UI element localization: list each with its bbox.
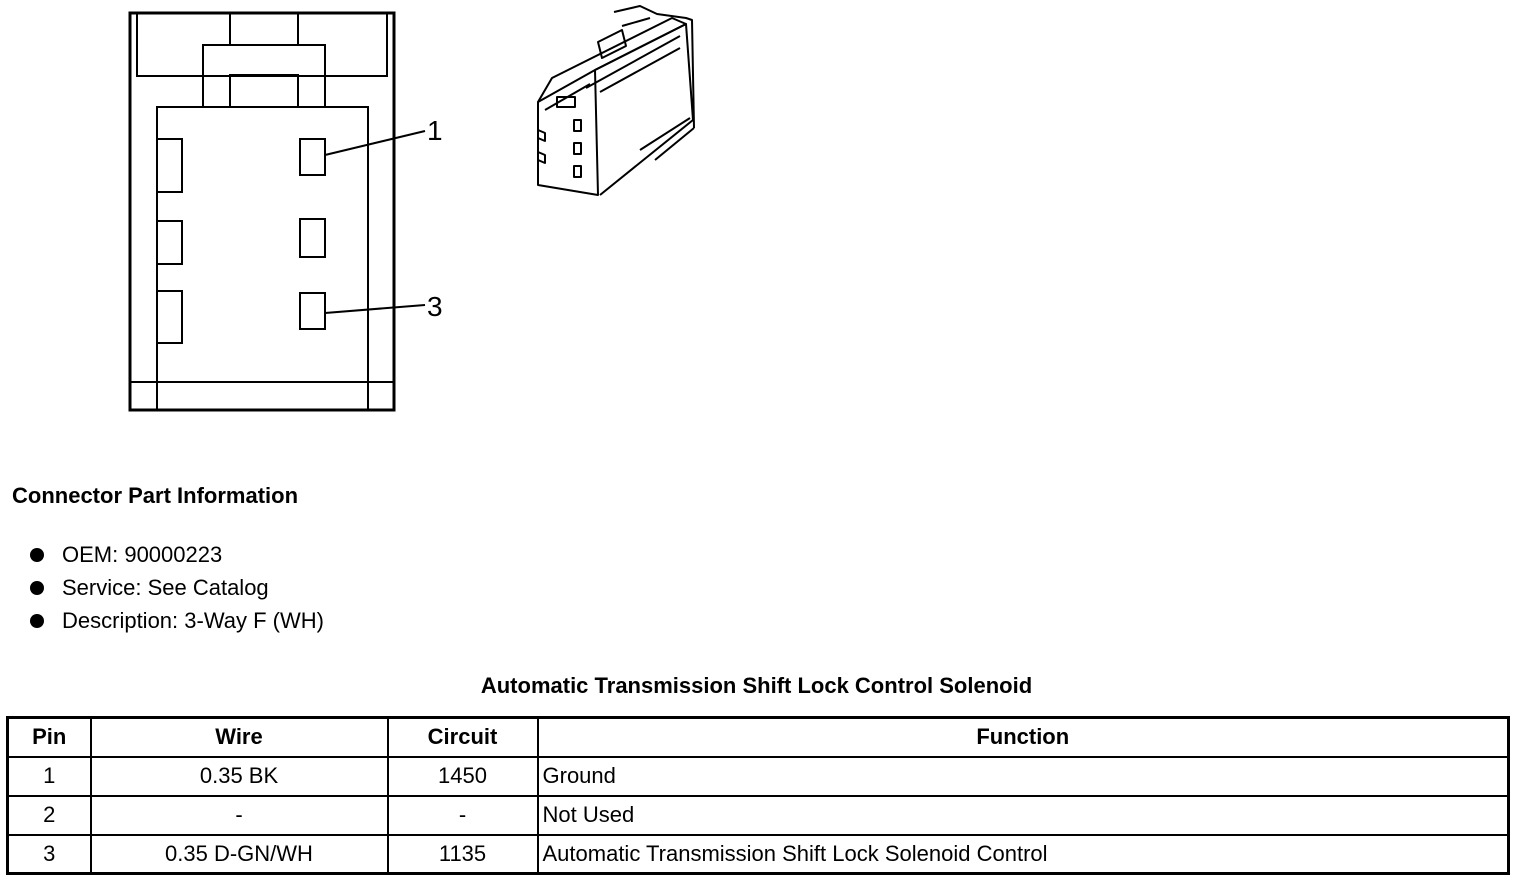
header-wire: Wire [89, 716, 389, 758]
connector-front-face [537, 69, 599, 196]
info-item-description: Description: 3-Way F (WH) [30, 604, 324, 637]
cell-pin: 3 [6, 833, 92, 875]
pin-table: Pin Wire Circuit Function 1 0.35 BK 1450… [6, 716, 1510, 875]
cell-function: Ground [536, 755, 1510, 797]
cell-wire: - [89, 794, 389, 836]
table-row: 3 0.35 D-GN/WH 1135 Automatic Transmissi… [6, 833, 1510, 875]
cell-wire: 0.35 BK [89, 755, 389, 797]
terminal-pin-3 [299, 292, 326, 330]
cell-pin: 1 [6, 755, 92, 797]
connector-latch-arm [613, 5, 695, 129]
info-item-service: Service: See Catalog [30, 571, 324, 604]
cell-pin: 2 [6, 794, 92, 836]
pin-3-label: 3 [427, 291, 443, 322]
header-function: Function [536, 716, 1510, 758]
connector-side-face [594, 23, 694, 196]
info-item-text: Service: See Catalog [62, 575, 269, 600]
cell-function: Automatic Transmission Shift Lock Soleno… [536, 833, 1510, 875]
cell-circuit: 1135 [386, 833, 539, 875]
pin-1-label: 1 [427, 115, 443, 146]
connector-isometric-diagram [537, 5, 695, 196]
bullet-icon [30, 548, 44, 562]
cell-circuit: - [386, 794, 539, 836]
info-item-text: OEM: 90000223 [62, 542, 223, 567]
bullet-icon [30, 581, 44, 595]
header-pin: Pin [6, 716, 92, 758]
header-circuit: Circuit [386, 716, 539, 758]
connector-info-list: OEM: 90000223 Service: See Catalog Descr… [30, 538, 324, 637]
cavity-left-2 [156, 220, 183, 265]
table-row: 2 - - Not Used [6, 794, 1510, 836]
terminal-pin-1 [299, 138, 326, 176]
table-row: 1 0.35 BK 1450 Ground [6, 755, 1510, 797]
table-header-row: Pin Wire Circuit Function [6, 716, 1510, 758]
cell-wire: 0.35 D-GN/WH [89, 833, 389, 875]
pin-3-leader [324, 304, 426, 314]
connector-face-diagram: 1 3 [128, 11, 443, 412]
cavity-left-3 [156, 290, 183, 344]
info-item-oem: OEM: 90000223 [30, 538, 324, 571]
cell-circuit: 1450 [386, 755, 539, 797]
terminal-pin-2 [299, 218, 326, 258]
cell-function: Not Used [536, 794, 1510, 836]
pin-1-leader [324, 130, 426, 156]
bullet-icon [30, 614, 44, 628]
connector-info-title: Connector Part Information [12, 483, 299, 508]
info-item-text: Description: 3-Way F (WH) [62, 608, 324, 633]
pin-table-title: Automatic Transmission Shift Lock Contro… [480, 673, 1033, 698]
cavity-left-1 [156, 138, 183, 193]
